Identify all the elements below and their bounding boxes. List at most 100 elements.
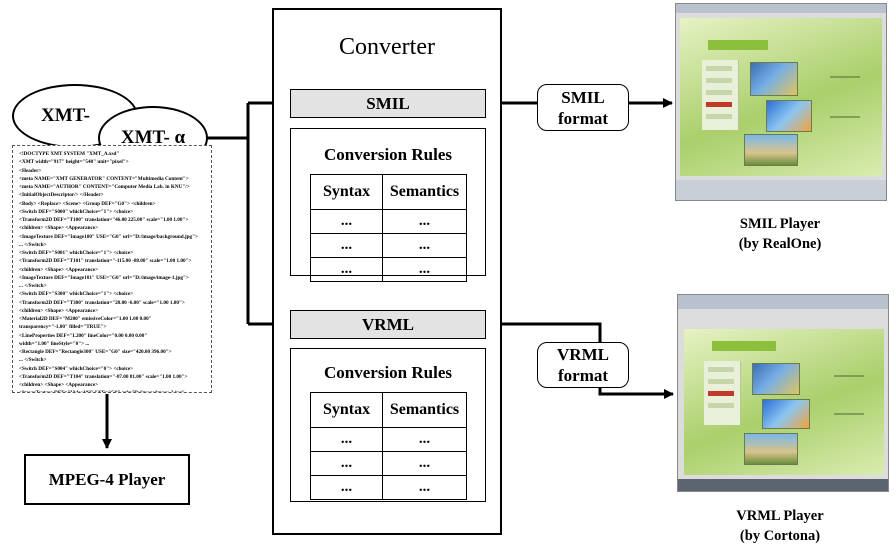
code-line: <children> <Shape> <Appearance> [19, 266, 99, 273]
screenshot-image [750, 62, 798, 96]
code-line: width="1.00" lineStyle="0"> ... [19, 340, 90, 347]
vrml-rules-table: Syntax Semantics ... ... ... ... ... ... [310, 392, 467, 500]
smil-player-vendor: (by RealOne) [738, 236, 822, 252]
vrml-player-screenshot [677, 294, 889, 492]
smil-lane-label: SMIL [366, 93, 410, 113]
code-line: <Material2D DEF="M200" emissiveColor="1.… [19, 316, 152, 322]
screenshot-image [744, 134, 798, 166]
vrml-player-vendor: (by Cortona) [739, 528, 821, 544]
smil-format-line2: format [557, 108, 609, 128]
table-cell: ... [310, 475, 383, 500]
smil-rules-table: Syntax Semantics ... ... ... ... ... ... [310, 174, 467, 282]
table-cell: ... [382, 257, 467, 282]
table-row: ... ... [310, 475, 467, 500]
smil-lane-header: SMIL [290, 89, 486, 118]
table-cell: ... [310, 451, 383, 476]
xmt-alpha-label: XMT- α [120, 127, 186, 148]
smil-col-semantics: Semantics [382, 174, 467, 210]
code-line: <Body> <Replace> <Scene> <Group DEF="G0"… [19, 200, 156, 207]
smil-player-screenshot [675, 3, 887, 201]
code-line: <Transform2D DEF="T101" translation="-11… [19, 258, 192, 265]
code-line: <Transform2D DEF="T100" translation="46.… [19, 217, 189, 223]
xmt-omega-ellipse: XMT- [12, 84, 138, 148]
code-line: <ImageTexture DEF="Image101" USE="G0" ur… [19, 274, 189, 281]
code-line: <Header> [19, 167, 42, 174]
code-line: <Switch DEF="S004" whichChoice="0"> <cho… [19, 365, 134, 372]
table-cell: ... [382, 233, 467, 258]
vrml-player-name: VRML Player [736, 508, 824, 524]
vrml-player-caption: VRML Player (by Cortona) [680, 506, 880, 546]
screenshot-navigation-bar [678, 479, 888, 491]
smil-player-caption: SMIL Player (by RealOne) [680, 214, 880, 254]
screenshot-banner [708, 40, 768, 50]
screenshot-content [684, 329, 884, 475]
table-row: ... ... [310, 233, 467, 258]
screenshot-image [752, 363, 800, 395]
screenshot-image [762, 399, 810, 429]
xmt-code-lines: <!DOCTYPE XMT SYSTEM "XMT_A.xsd" <XMT wid… [19, 150, 205, 392]
table-row: ... ... [310, 209, 467, 234]
vrml-rules-title: Conversion Rules [324, 363, 452, 382]
code-line: <ImageTexture DEF="Image100" USE="G0" ur… [19, 233, 198, 240]
xmt-code-document: <!DOCTYPE XMT SYSTEM "XMT_A.xsd" <XMT wid… [12, 145, 212, 393]
code-line: <LineProperties DEF="L200" lineColor="0.… [19, 332, 148, 339]
screenshot-banner [712, 341, 776, 351]
screenshot-image [744, 433, 798, 465]
screenshot-image [766, 100, 812, 132]
screenshot-titlebar [678, 295, 888, 309]
code-line: <children> <Shape> <Appearance> [19, 382, 99, 388]
vrml-col-syntax: Syntax [310, 392, 383, 428]
smil-col-syntax: Syntax [310, 174, 383, 210]
smil-rules-title: Conversion Rules [324, 145, 452, 164]
code-line: ... </Switch> [19, 357, 47, 364]
code-line: <meta NAME="AUTHOR" CONTENT="Computer Me… [19, 184, 190, 190]
code-line: <children> <Shape> <Appearance> [19, 307, 99, 314]
code-line: <Transform2D DEF="T104" translation="-87… [19, 373, 188, 380]
screenshot-content [680, 18, 882, 176]
code-line: <InitialObjectDescriptor/> </Header> [19, 192, 104, 199]
code-line: <Rectangle DEF="Rectangle300" USE="G0" s… [19, 349, 172, 355]
table-cell: ... [310, 233, 383, 258]
vrml-format-label: VRML format [537, 342, 629, 388]
table-cell: ... [310, 209, 383, 234]
mpeg4-player-box: MPEG-4 Player [24, 454, 190, 505]
vrml-conversion-rules: Conversion Rules Syntax Semantics ... ..… [290, 348, 486, 502]
table-cell: ... [310, 257, 383, 282]
screenshot-menu [704, 361, 741, 425]
code-line: <Switch DEF="S001" whichChoice="1"> <cho… [19, 250, 134, 256]
table-row: ... ... [310, 427, 467, 452]
code-line: <Switch DEF="S000" whichChoice="1"> <cho… [19, 208, 134, 215]
smil-format-label: SMIL format [537, 84, 629, 131]
smil-player-name: SMIL Player [739, 216, 821, 232]
table-cell: ... [382, 475, 467, 500]
code-line: transparency="-1.00" filled="TRUE"> [19, 324, 107, 331]
code-line: <meta NAME="XMT GENERATOR" CONTENT="Mult… [19, 175, 189, 182]
table-row: ... ... [310, 257, 467, 282]
smil-conversion-rules: Conversion Rules Syntax Semantics ... ..… [290, 128, 486, 282]
table-row: ... ... [310, 451, 467, 476]
code-line: ... </Switch> [19, 283, 47, 289]
code-line: <ImageTexture DEF="Video102" USE="G0" ur… [19, 389, 205, 392]
code-line: <children> <Shape> <Appearance> [19, 225, 99, 232]
table-cell: ... [310, 427, 383, 452]
table-cell: ... [382, 427, 467, 452]
vrml-format-line1: VRML [557, 345, 609, 364]
code-line: ... </Switch> [19, 241, 47, 248]
vrml-lane-label: VRML [362, 314, 414, 334]
screenshot-menu [702, 60, 739, 130]
code-line: <!DOCTYPE XMT SYSTEM "XMT_A.xsd" [19, 151, 120, 157]
code-line: <Switch DEF="S300" whichChoice="1"> <cho… [19, 291, 134, 298]
vrml-format-line2: format [557, 366, 609, 385]
code-line: <Transform2D DEF="T300" translation="28.… [19, 299, 185, 306]
vrml-lane-header: VRML [290, 310, 486, 339]
table-cell: ... [382, 451, 467, 476]
vrml-col-semantics: Semantics [382, 392, 467, 428]
smil-format-line1: SMIL [561, 87, 605, 107]
mpeg4-player-label: MPEG-4 Player [48, 469, 166, 489]
xmt-omega-label: XMT- [41, 105, 90, 126]
table-cell: ... [382, 209, 467, 234]
code-line: <XMT width="917" height="540" unit="pixe… [19, 159, 129, 166]
screenshot-titlebar [676, 4, 886, 13]
converter-title: Converter [339, 34, 435, 60]
screenshot-playback-controls [676, 180, 886, 200]
